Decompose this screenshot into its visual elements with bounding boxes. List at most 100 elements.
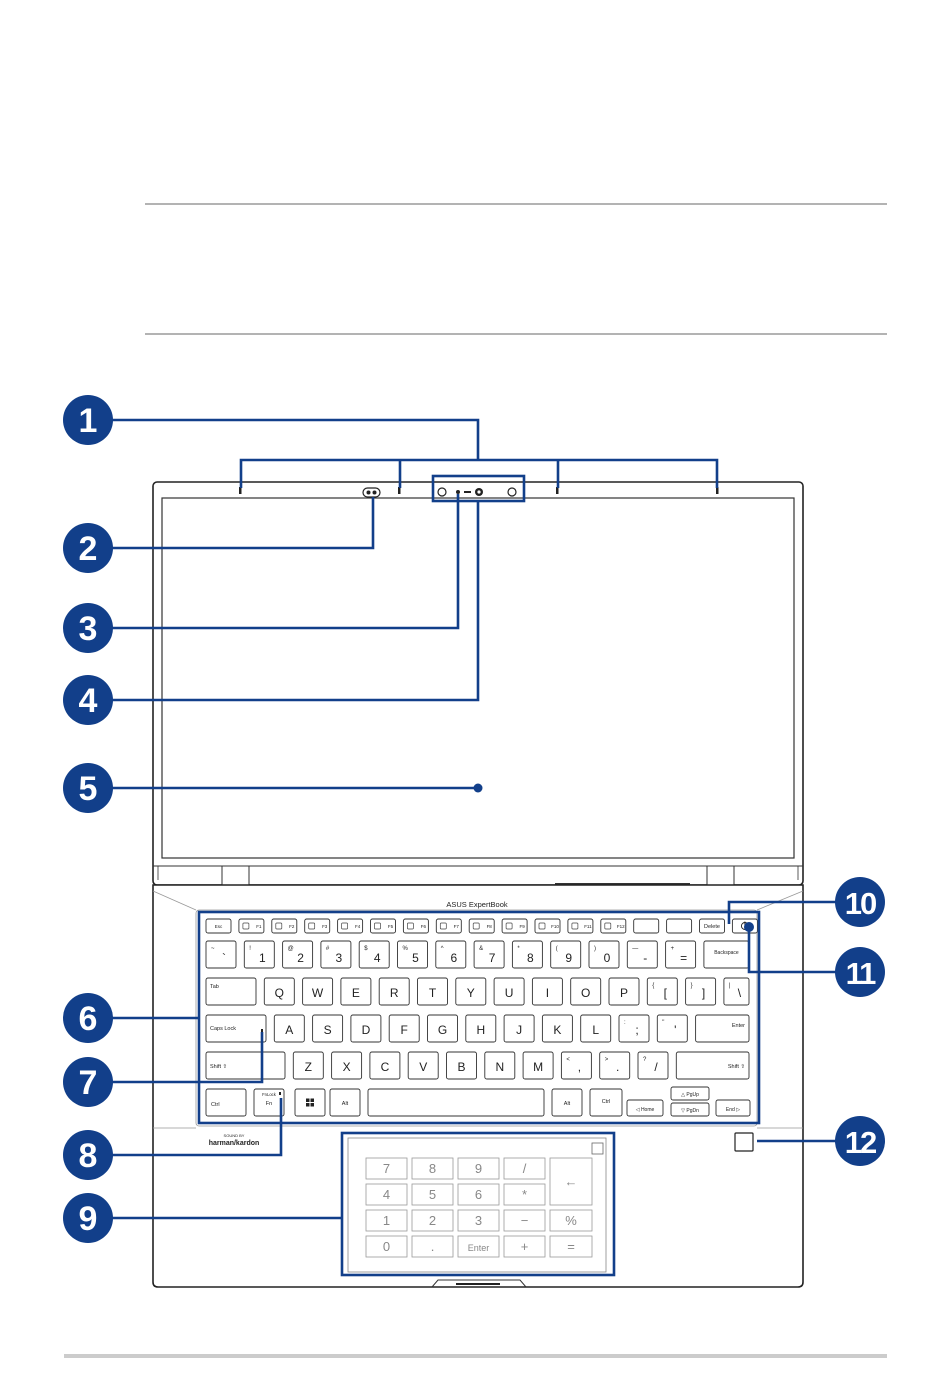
key-fn-cap[interactable] — [666, 918, 693, 934]
numpad-key[interactable]: 1 — [365, 1209, 408, 1232]
numpad-key[interactable]: 2 — [411, 1209, 454, 1232]
key-row4-7[interactable]: M — [522, 1051, 554, 1080]
key-row1-5[interactable]: %5 — [397, 940, 428, 969]
key-fn-14[interactable] — [666, 918, 693, 934]
key-row2-5[interactable]: T — [417, 977, 448, 1006]
key-row1-12[interactable]: += — [665, 940, 697, 969]
numpad-key[interactable]: % — [549, 1209, 593, 1232]
key-cap[interactable] — [599, 1051, 631, 1080]
key-fn-cap[interactable] — [337, 918, 364, 934]
key-row4-5[interactable]: B — [446, 1051, 477, 1080]
numpad-key[interactable]: + — [503, 1235, 546, 1258]
key-row4-0[interactable]: Shift ⇧ — [205, 1051, 286, 1080]
key-cap[interactable] — [580, 1014, 612, 1043]
key-row2-1[interactable]: Q — [263, 977, 295, 1006]
key-fn-1[interactable]: F1 — [238, 918, 265, 934]
key-cap[interactable] — [685, 977, 717, 1006]
key-cap[interactable] — [695, 1014, 750, 1043]
key-cap[interactable] — [531, 977, 563, 1006]
key-cap[interactable] — [435, 940, 467, 969]
key-row5-3[interactable]: Alt — [329, 1088, 361, 1117]
key-row2-3[interactable]: E — [340, 977, 372, 1006]
key-row2-8[interactable]: I — [531, 977, 563, 1006]
key-fn-cap[interactable] — [238, 918, 265, 934]
key-row2-9[interactable]: O — [570, 977, 602, 1006]
key-cap[interactable] — [292, 1051, 324, 1080]
key-cap[interactable] — [205, 1051, 286, 1080]
numpad-key[interactable]: Enter — [457, 1235, 500, 1258]
key-cap[interactable] — [618, 1014, 650, 1043]
key-row5-5[interactable]: Alt — [551, 1088, 583, 1117]
key-end[interactable]: End ▷ — [715, 1099, 751, 1117]
key-fn-0[interactable]: Esc — [205, 918, 232, 934]
key-cap[interactable] — [665, 940, 697, 969]
key-fn-6[interactable]: F6 — [402, 918, 429, 934]
key-cap[interactable] — [551, 1088, 583, 1117]
key-fn-cap[interactable] — [633, 918, 660, 934]
webcam-shield[interactable] — [362, 487, 381, 498]
key-cap[interactable] — [205, 1014, 267, 1043]
key-fn-cap[interactable] — [468, 918, 495, 934]
key-row1-0[interactable]: ~` — [205, 940, 237, 969]
numpad-key[interactable]: . — [411, 1235, 454, 1258]
key-row4-11[interactable]: Shift ⇧ — [675, 1051, 750, 1080]
key-row2-4[interactable]: R — [378, 977, 410, 1006]
key-fn-cap[interactable] — [435, 918, 462, 934]
key-fn-cap[interactable] — [567, 918, 594, 934]
key-cap[interactable] — [511, 940, 543, 969]
key-row3-0[interactable]: Caps Lock — [205, 1014, 267, 1043]
numpad-key[interactable]: − — [503, 1209, 546, 1232]
key-cap[interactable] — [570, 977, 602, 1006]
key-cap[interactable] — [369, 1051, 401, 1080]
key-row5-2[interactable] — [294, 1088, 326, 1117]
key-cap[interactable] — [522, 1051, 554, 1080]
key-fn-cap[interactable] — [534, 918, 561, 934]
key-cap[interactable] — [493, 977, 525, 1006]
key-row1-9[interactable]: (9 — [550, 940, 582, 969]
key-pgdn[interactable]: ▽ PgDn — [670, 1102, 710, 1117]
key-row3-9[interactable]: L — [580, 1014, 612, 1043]
numpad-key[interactable]: = — [549, 1235, 593, 1258]
key-cap[interactable] — [560, 1051, 592, 1080]
key-cap[interactable] — [427, 1014, 458, 1043]
key-fn-cap[interactable] — [699, 918, 725, 934]
key-fn-12[interactable]: F12 — [600, 918, 627, 934]
key-fn-cap[interactable] — [370, 918, 396, 934]
key-row3-7[interactable]: J — [503, 1014, 535, 1043]
key-row2-10[interactable]: P — [608, 977, 640, 1006]
key-cap[interactable] — [541, 1014, 573, 1043]
key-fn-cap[interactable] — [600, 918, 627, 934]
key-row2-6[interactable]: Y — [455, 977, 487, 1006]
numpad-key[interactable]: 8 — [411, 1157, 454, 1180]
key-cap[interactable] — [626, 1099, 664, 1117]
key-cap[interactable] — [340, 977, 372, 1006]
key-cap[interactable] — [675, 1051, 750, 1080]
key-row4-8[interactable]: <, — [560, 1051, 592, 1080]
key-row2-11[interactable]: {[ — [646, 977, 678, 1006]
key-fn-11[interactable]: F11 — [567, 918, 594, 934]
key-cap[interactable] — [282, 940, 314, 969]
key-cap[interactable] — [646, 977, 678, 1006]
key-row4-2[interactable]: X — [331, 1051, 363, 1080]
key-row1-10[interactable]: )0 — [588, 940, 620, 969]
key-cap[interactable] — [358, 940, 390, 969]
key-pgup[interactable]: △ PgUp — [670, 1086, 710, 1101]
key-fn-10[interactable]: F10 — [534, 918, 561, 934]
key-cap[interactable] — [589, 1088, 623, 1117]
numpad-key[interactable]: 4 — [365, 1183, 408, 1206]
key-cap[interactable] — [263, 977, 295, 1006]
key-cap[interactable] — [302, 977, 334, 1006]
key-cap[interactable] — [626, 940, 658, 969]
key-fn-7[interactable]: F7 — [435, 918, 462, 934]
key-cap[interactable] — [484, 1051, 516, 1080]
numpad-key[interactable]: 5 — [411, 1183, 454, 1206]
key-cap[interactable] — [331, 1051, 363, 1080]
key-cap[interactable] — [715, 1099, 751, 1117]
key-cap[interactable] — [312, 1014, 344, 1043]
key-row2-7[interactable]: U — [493, 977, 525, 1006]
key-cap[interactable] — [503, 1014, 535, 1043]
key-row4-4[interactable]: V — [407, 1051, 439, 1080]
numpad-key[interactable]: 7 — [365, 1157, 408, 1180]
key-row4-9[interactable]: >. — [599, 1051, 631, 1080]
